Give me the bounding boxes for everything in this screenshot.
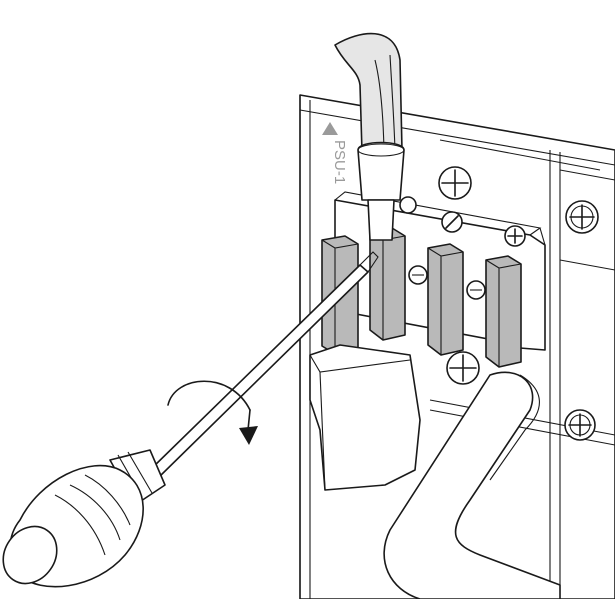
looped-cable (383, 371, 561, 599)
terminal-cover (309, 344, 421, 491)
terminal-screw-2 (408, 265, 428, 285)
power-cable (334, 32, 403, 153)
psu-label: PSU-1 (331, 140, 348, 184)
terminal-barrier-3 (427, 243, 464, 356)
terminal-barrier-2 (369, 227, 406, 341)
block-screw-slot-c (399, 196, 417, 214)
side-screw-top (565, 200, 599, 234)
warning-triangle-icon (322, 122, 338, 135)
psu-label-group: PSU-1 (322, 122, 348, 184)
cable-ferrule (357, 141, 405, 241)
terminal-screw-3 (466, 280, 486, 300)
panel-screw-bottom (446, 351, 480, 385)
terminal-barrier-4 (485, 255, 522, 368)
side-screw-bottom (564, 409, 596, 441)
screwdriver-icon (2, 251, 379, 588)
panel-screw-top (438, 166, 472, 200)
clockwise-arrow-icon (167, 380, 258, 445)
